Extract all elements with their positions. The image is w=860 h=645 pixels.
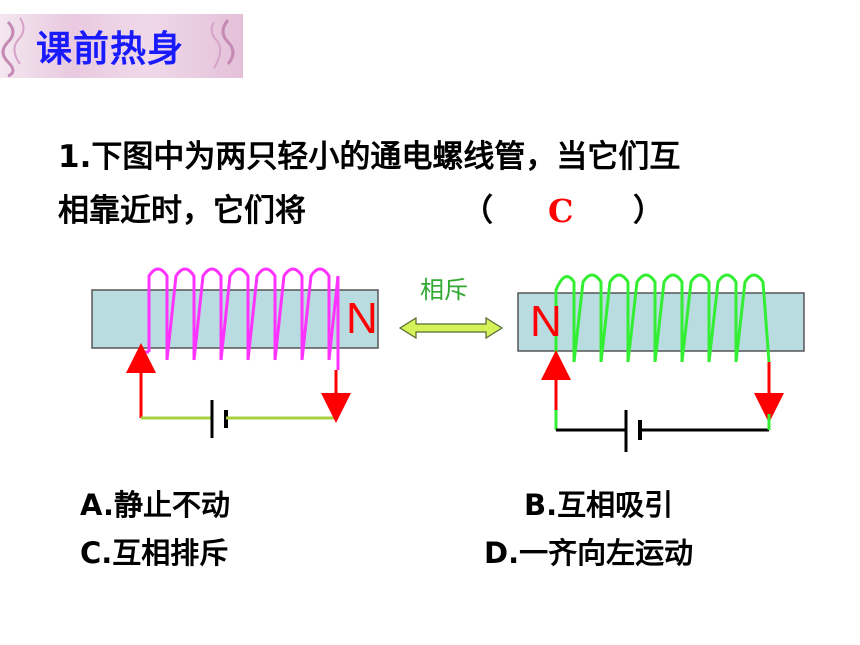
paren-close: ） bbox=[633, 193, 664, 229]
right-coil bbox=[554, 273, 771, 363]
right-solenoid: N bbox=[517, 273, 805, 452]
question-text: 1.下图中为两只轻小的通电螺线管，当它们互 相靠近时，它们将 （ C ） bbox=[58, 130, 848, 238]
answer-letter: C bbox=[548, 192, 574, 230]
option-d: D.一齐向左运动 bbox=[484, 536, 694, 570]
section-badge: 课前热身 bbox=[0, 14, 243, 78]
swirl-decoration-icon bbox=[1, 17, 235, 78]
option-c: C.互相排斥 bbox=[80, 536, 229, 570]
section-title: 课前热身 bbox=[36, 29, 185, 70]
option-b: B.互相吸引 bbox=[524, 488, 674, 522]
left-circuit bbox=[126, 343, 351, 438]
repulsion-label: 相斥 bbox=[420, 276, 468, 304]
question-line-2-text: 相靠近时，它们将 bbox=[58, 193, 306, 229]
left-north-pole-label: N bbox=[346, 294, 378, 343]
left-solenoid: N bbox=[91, 267, 379, 438]
right-circuit bbox=[541, 350, 784, 452]
option-a: A.静止不动 bbox=[80, 488, 230, 522]
right-north-pole-label: N bbox=[530, 297, 562, 346]
double-arrow-icon bbox=[398, 316, 504, 340]
paren-open: （ bbox=[462, 193, 493, 229]
question-line-2: 相靠近时，它们将 （ C ） bbox=[58, 184, 848, 238]
left-coil bbox=[147, 267, 340, 370]
repulsion-indicator: 相斥 bbox=[398, 276, 504, 340]
question-line-1: 1.下图中为两只轻小的通电螺线管，当它们互 bbox=[58, 139, 681, 175]
